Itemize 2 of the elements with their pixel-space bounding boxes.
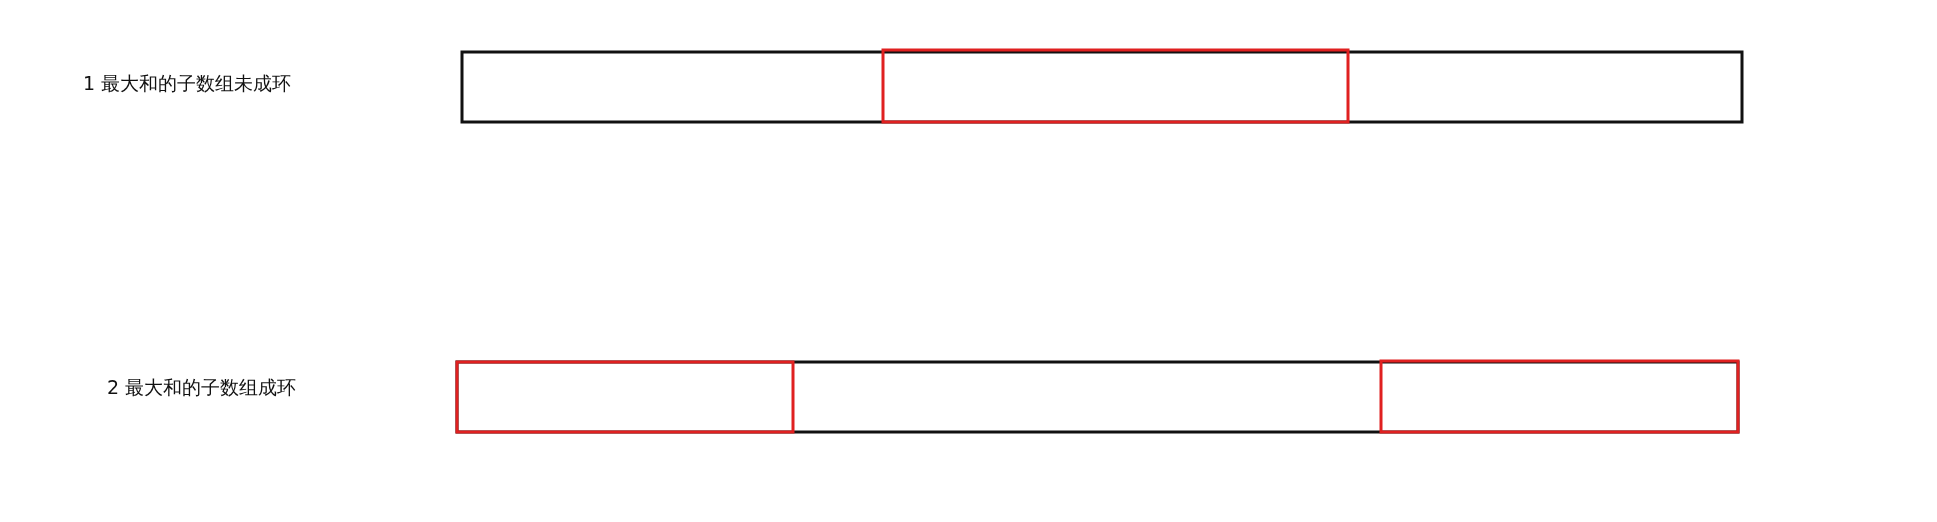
row-label: 1 最大和的子数组未成环 [83, 71, 292, 95]
row-label: 2 最大和的子数组成环 [107, 375, 297, 399]
